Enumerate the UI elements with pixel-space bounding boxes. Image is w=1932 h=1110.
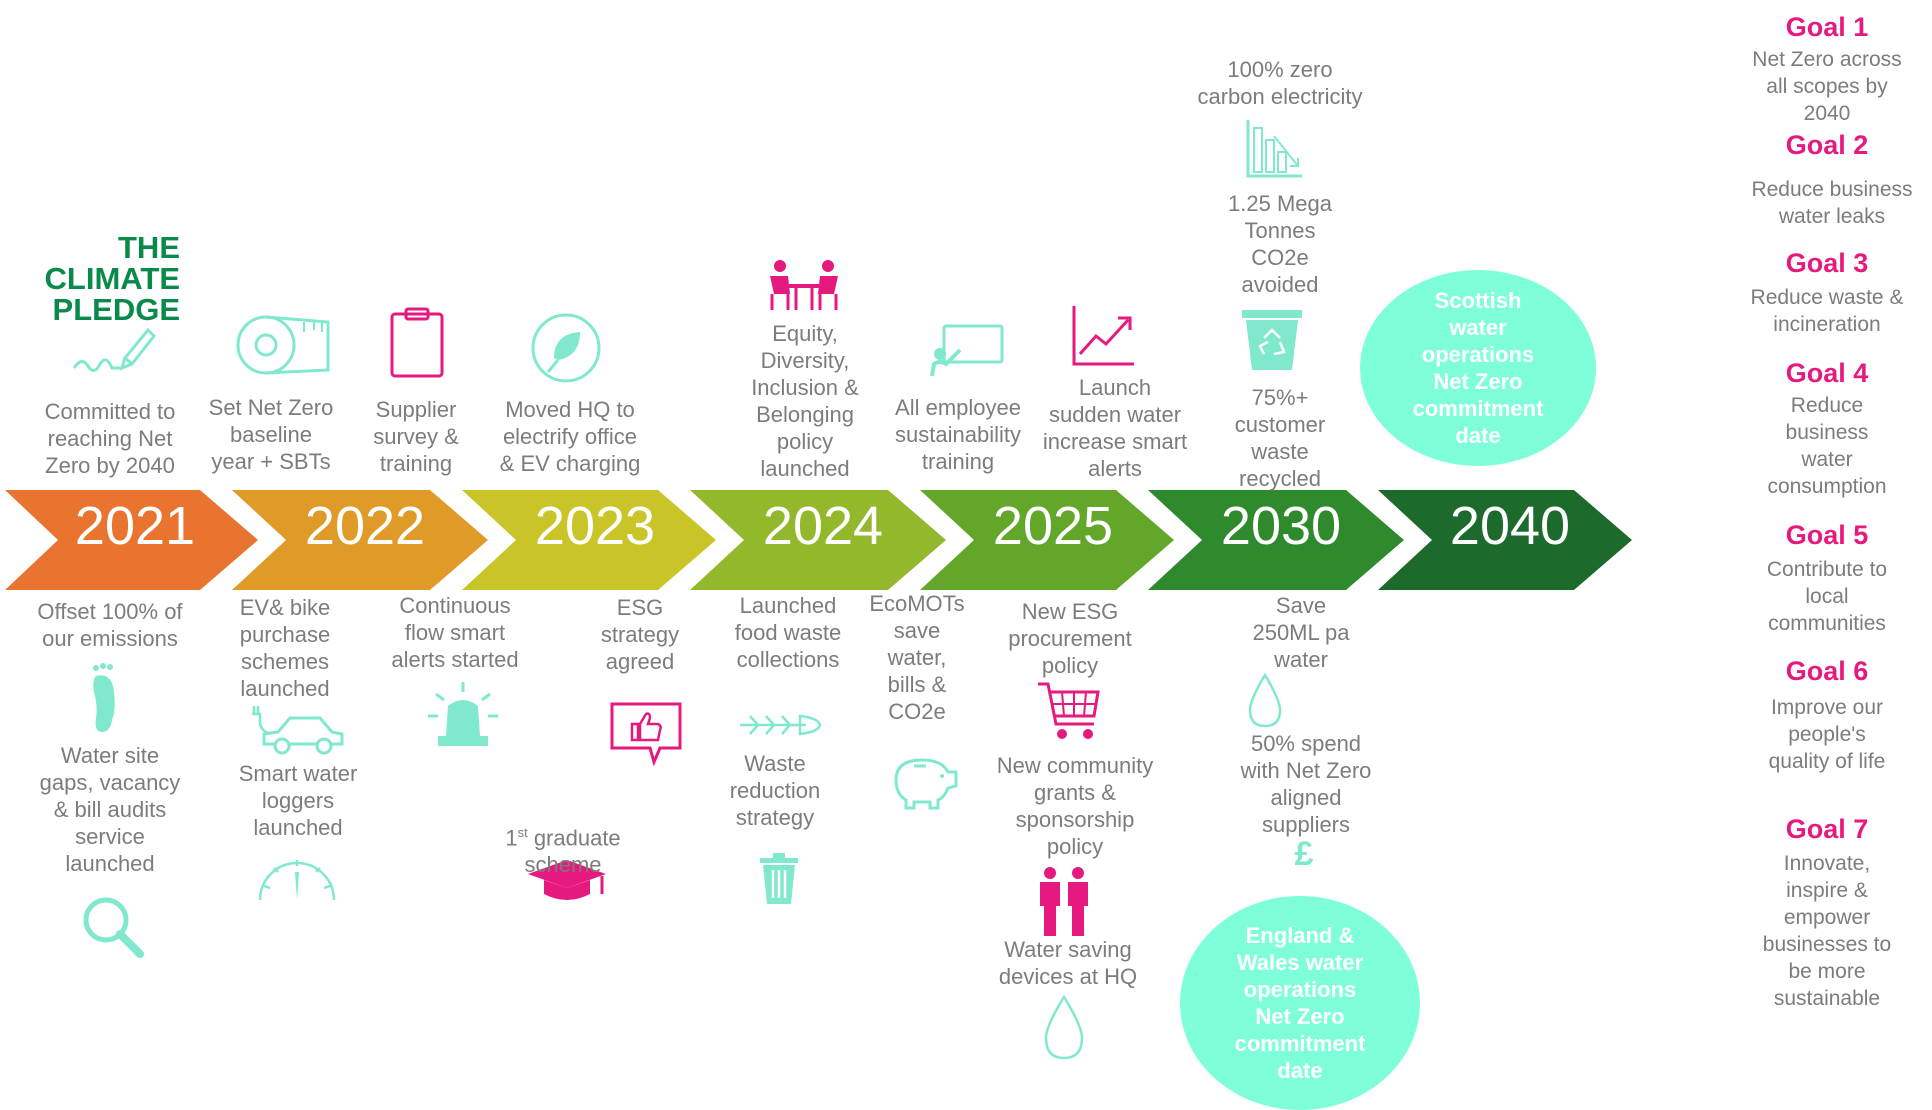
rising-chart-icon — [1072, 306, 1134, 366]
pledge-pen-icon — [72, 327, 157, 372]
water-drop-icon — [1248, 672, 1282, 728]
text-graduate-scheme: 1st graduate scheme — [486, 792, 640, 878]
goal-4-text: Reduce business water consumption — [1767, 394, 1887, 498]
year-2040: 2040 — [1449, 496, 1571, 556]
year-2021: 2021 — [74, 496, 196, 556]
text-committed-net-zero: Committed to reaching Net Zero by 2040 — [44, 399, 176, 478]
arrow-2024 — [690, 490, 946, 590]
goal-3-title: Goal 3 — [1785, 248, 1869, 278]
meeting-people-icon — [770, 260, 838, 310]
pledge-line-2: CLIMATE — [44, 261, 180, 296]
text-moved-hq: Moved HQ to electrify office & EV chargi… — [499, 397, 641, 476]
text-50-spend: 50% spend with Net Zero aligned supplier… — [1240, 731, 1372, 837]
goal-1-title: Goal 1 — [1785, 12, 1869, 42]
text-ev-bike-schemes: EV& bike purchase schemes launched — [239, 595, 331, 701]
text-esg-strategy: ESG strategy agreed — [600, 595, 680, 674]
climate-pledge-logo: THE CLIMATE PLEDGE — [36, 232, 180, 325]
footprint-icon — [93, 663, 115, 732]
arrow-2021 — [5, 490, 258, 590]
clipboard-icon — [390, 307, 444, 378]
graduate-ordinal-suffix: st — [517, 825, 528, 840]
fish-bone-icon — [740, 714, 822, 736]
alarm-beacon-icon — [428, 682, 498, 746]
text-save-250ml: Save 250ML pa water — [1252, 593, 1350, 672]
decreasing-bar-chart-icon — [1246, 120, 1302, 178]
text-food-waste: Launched food waste collections — [734, 593, 842, 672]
goal-3-text: Reduce waste & incineration — [1750, 286, 1904, 336]
goal-1-text: Net Zero across all scopes by 2040 — [1752, 48, 1902, 125]
year-2025: 2025 — [992, 496, 1114, 556]
england-wales-commitment-circle: England & Wales water operations Net Zer… — [1180, 896, 1420, 1110]
goal-6-text: Improve our people's quality of life — [1768, 696, 1886, 773]
recycling-bin-icon — [1242, 310, 1302, 370]
goal-7-title: Goal 7 — [1785, 814, 1869, 844]
goal-2-title: Goal 2 — [1785, 130, 1869, 160]
graduate-ordinal: 1 — [505, 825, 518, 851]
text-water-saving-devices: Water saving devices at HQ — [998, 937, 1138, 989]
text-water-site-audits: Water site gaps, vacancy & bill audits s… — [39, 743, 181, 876]
graduation-cap-icon — [528, 860, 606, 900]
water-drop-hq-icon — [1044, 994, 1084, 1060]
thumbs-up-speech-icon — [610, 702, 682, 766]
piggy-bank-icon — [894, 758, 958, 810]
scottish-commitment-circle: Scottish water operations Net Zero commi… — [1360, 270, 1596, 466]
text-ecomots: EcoMOTs save water, bills & CO2e — [869, 591, 965, 724]
pound-icon: £ — [1294, 835, 1314, 873]
text-sudden-water-alerts: Launch sudden water increase smart alert… — [1042, 375, 1188, 481]
text-edib-policy: Equity, Diversity, Inclusion & Belonging… — [751, 321, 859, 481]
text-set-net-zero-baseline: Set Net Zero baseline year + SBTs — [208, 395, 334, 474]
arrow-2023 — [462, 490, 716, 590]
two-people-icon — [1040, 867, 1088, 936]
pledge-line-3: PLEDGE — [52, 292, 180, 327]
trash-can-icon — [760, 853, 798, 904]
year-2030: 2030 — [1220, 496, 1342, 556]
year-2023: 2023 — [534, 496, 656, 556]
text-community-grants: New community grants & sponsorship polic… — [996, 753, 1154, 859]
text-smart-water-loggers: Smart water loggers launched — [238, 761, 358, 840]
gauge-icon — [258, 860, 336, 901]
text-esg-procurement: New ESG procurement policy — [1008, 599, 1132, 678]
pledge-line-1: THE — [118, 230, 180, 265]
arrow-2022 — [232, 490, 488, 590]
text-waste-reduction-strategy: Waste reduction strategy — [729, 751, 821, 830]
text-offset-emissions: Offset 100% of our emissions — [37, 599, 183, 651]
electric-plug-leaf-icon — [531, 313, 601, 383]
goal-5-text: Contribute to local communities — [1766, 558, 1888, 635]
goal-7-text: Innovate, inspire & empower businesses t… — [1762, 852, 1892, 1010]
year-2024: 2024 — [762, 496, 884, 556]
year-2022: 2022 — [304, 496, 426, 556]
car-charging-icon — [252, 706, 344, 755]
goal-2-text: Reduce business water leaks — [1751, 178, 1913, 228]
shopping-cart-icon — [1038, 682, 1100, 739]
text-continuous-flow-alerts: Continuous flow smart alerts started — [391, 593, 519, 672]
text-waste-recycled: 75%+ customer waste recycled — [1234, 385, 1326, 491]
arrow-2025 — [920, 490, 1174, 590]
text-employee-training: All employee sustainability training — [895, 395, 1021, 474]
goal-5-title: Goal 5 — [1785, 520, 1869, 550]
text-zero-carbon-electricity: 100% zero carbon electricity — [1197, 57, 1363, 109]
graduate-scheme-label: graduate scheme — [524, 825, 621, 878]
goal-4-title: Goal 4 — [1785, 358, 1869, 388]
text-co2e-avoided: 1.25 Mega Tonnes CO2e avoided — [1228, 191, 1332, 297]
timeline-arrows — [5, 490, 1632, 590]
tape-measure-icon — [236, 315, 330, 375]
goal-6-title: Goal 6 — [1785, 656, 1869, 686]
arrow-2040 — [1378, 490, 1632, 590]
text-supplier-survey: Supplier survey & training — [373, 397, 459, 476]
arrow-2030 — [1148, 490, 1404, 590]
magnifier-icon — [83, 897, 144, 958]
presentation-board-icon — [930, 324, 1004, 377]
